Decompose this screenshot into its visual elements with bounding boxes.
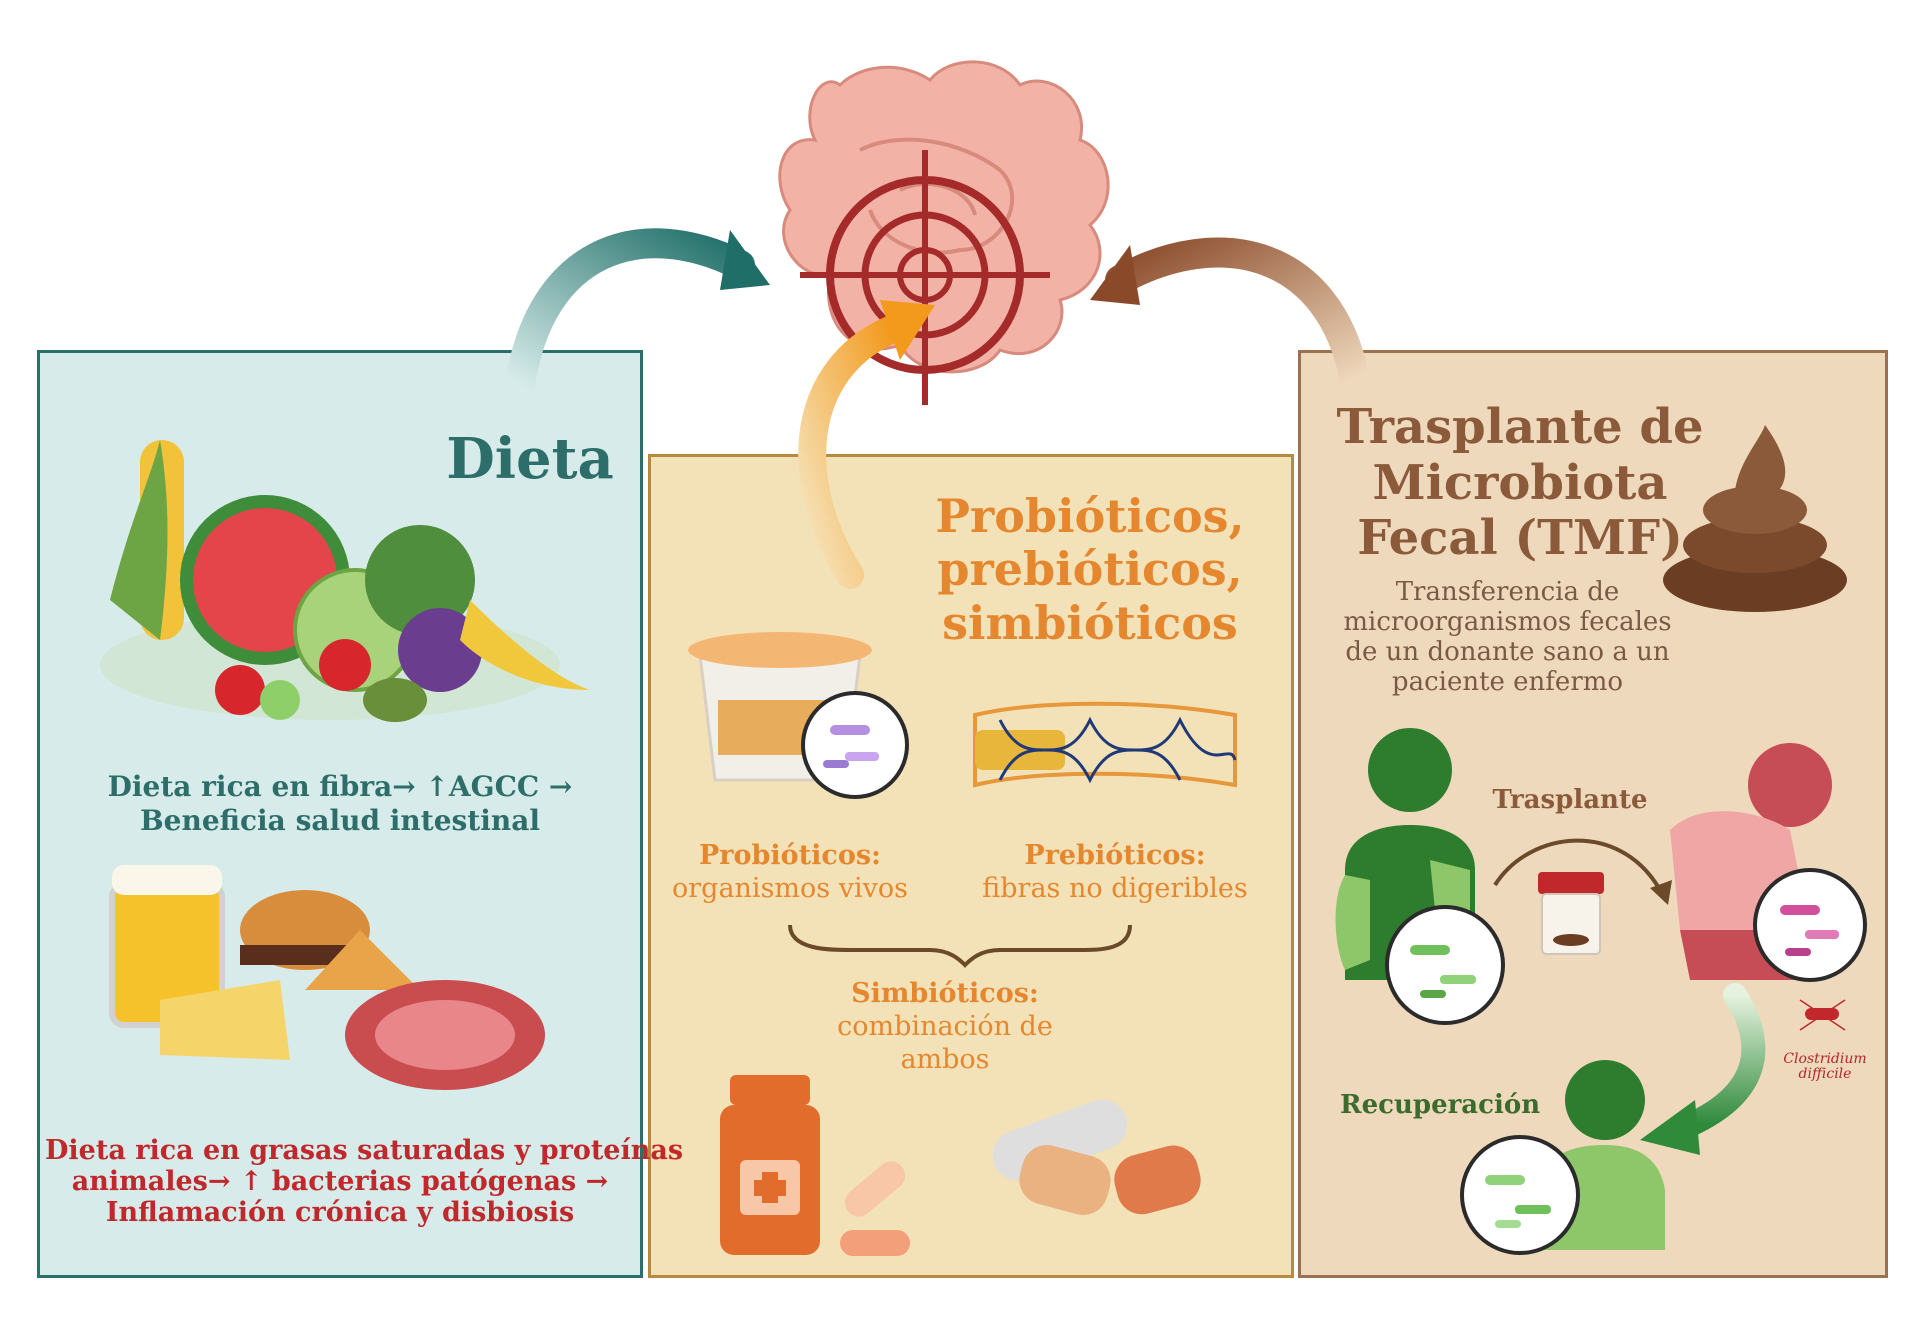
tmf-description: Transferencia de microorganismos fecales… — [1343, 577, 1672, 697]
prebiotics-definition: Prebióticos: fibras no digeribles — [982, 840, 1248, 904]
pill-bottle-icon — [720, 1075, 910, 1256]
probiotics-arrow — [798, 316, 904, 589]
fast-food-icon — [109, 865, 545, 1090]
diet-title: Dieta — [446, 426, 614, 492]
pathogen-label: Clostridium difficile — [1783, 1051, 1867, 1083]
symbiotics-definition: Simbióticos: combinación de ambos — [837, 978, 1053, 1075]
intestine-target-icon — [778, 60, 1110, 405]
tmf-title: Trasplante de Microbiota Fecal (TMF) — [1336, 399, 1704, 567]
bacteria-icon — [1385, 905, 1505, 1025]
probiotics-definition: Probióticos: organismos vivos — [672, 840, 908, 904]
probiotics-title: Probióticos, prebióticos, simbióticos — [935, 489, 1245, 650]
diet-good-text: Dieta rica en fibra→ ↑AGCC → Beneficia s… — [107, 770, 573, 838]
recovery-arrow — [1678, 983, 1766, 1137]
capsules-icon — [992, 1099, 1201, 1216]
vegetables-icon — [100, 440, 590, 722]
recovery-label: Recuperación — [1340, 1090, 1541, 1120]
sample-jar-icon — [1538, 872, 1604, 955]
transplant-arrow — [1493, 838, 1662, 891]
bacteria-icon — [1753, 868, 1867, 982]
bacteria-icon — [1460, 1135, 1580, 1255]
diet-bad-text: Dieta rica en grasas saturadas y proteín… — [45, 1135, 684, 1229]
transplant-label: Trasplante — [1492, 785, 1648, 815]
diet-panel — [37, 350, 643, 1278]
pathogen-icon — [1799, 999, 1846, 1031]
yogurt-icon — [688, 632, 909, 799]
diet-arrow — [505, 228, 755, 400]
bracket — [788, 924, 1132, 968]
tmf-arrow — [1105, 237, 1370, 395]
stool-icon — [1663, 425, 1847, 612]
fiber-icon — [973, 701, 1237, 788]
